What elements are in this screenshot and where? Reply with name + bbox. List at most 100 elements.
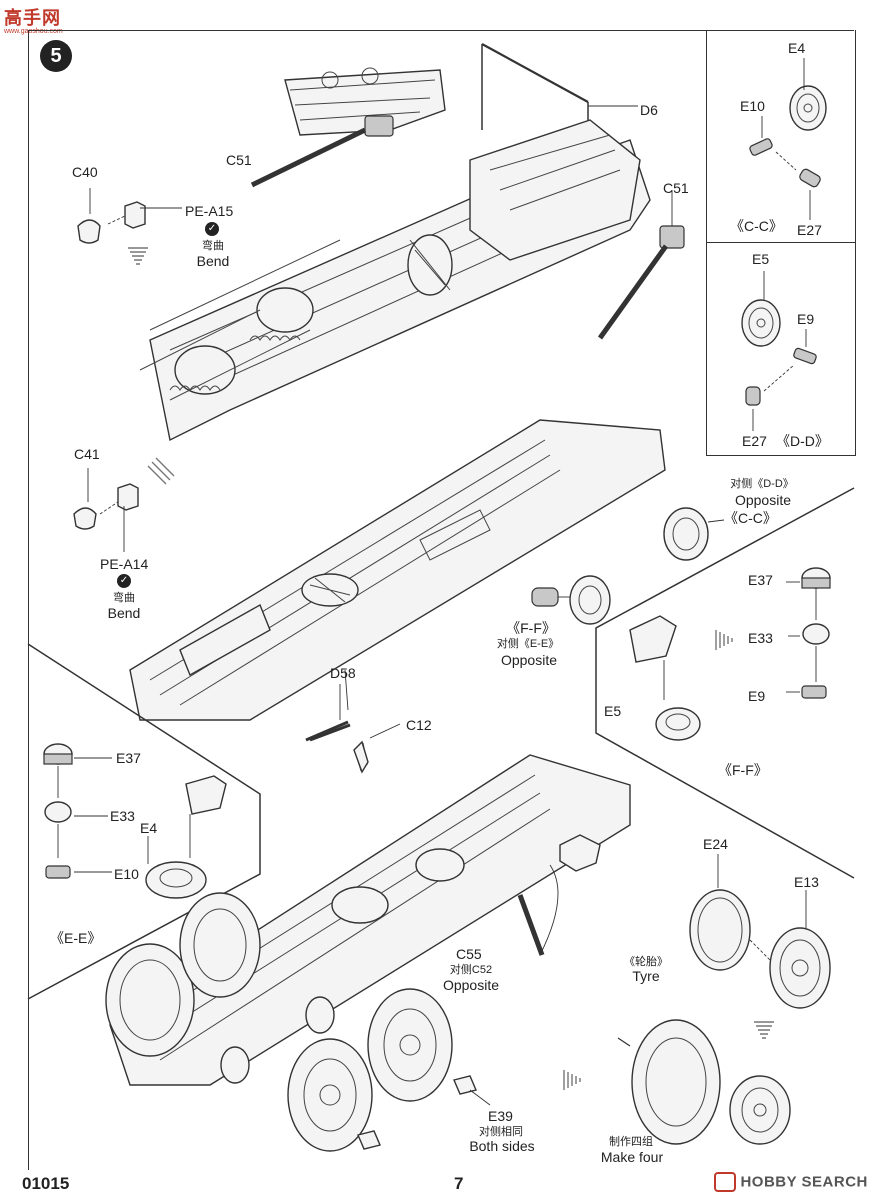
wheel-dd-cc-title: 《C-C》 — [724, 510, 777, 526]
page-border-top — [28, 30, 854, 31]
wheel-rear-2 — [179, 892, 261, 998]
ee-part-e33 — [44, 801, 72, 823]
label-pe-a14: PE-A14 — [100, 556, 149, 572]
inset-ee-frame — [27, 643, 261, 1000]
footer-page-number: 7 — [454, 1174, 464, 1193]
site-logo: 高手网 www.gaoshou.com — [4, 4, 74, 35]
label-c51-right: C51 — [663, 180, 689, 196]
top-detail-c51 — [250, 67, 446, 188]
inset-cc-frame — [706, 30, 856, 243]
page-border-left — [28, 30, 29, 1170]
chassis-bottom-assembly — [105, 754, 631, 1152]
wheel-ff-sub-en: Opposite — [500, 652, 558, 668]
label-cc-e27: E27 — [797, 222, 822, 238]
down-arrow-icon — [128, 247, 148, 265]
chassis-middle-frame — [129, 419, 666, 772]
bend-label-a15-cn: 弯曲 — [202, 240, 224, 252]
label-ff-e9: E9 — [748, 688, 766, 704]
hobby-search-text: HOBBY SEARCH — [740, 1173, 868, 1191]
wheel-mid-1 — [287, 1038, 373, 1152]
wheel-rear-1 — [105, 943, 195, 1057]
label-c55-sub-cn: 对侧C52 — [449, 964, 493, 976]
inset-ff-frame — [595, 487, 855, 879]
wheel-ff-title: 《F-F》 — [506, 620, 556, 636]
site-logo-url: www.gaoshou.com — [4, 28, 63, 35]
c51-gearbox — [364, 115, 394, 137]
label-dd-title: 《D-D》 — [776, 433, 829, 449]
label-c41: C41 — [74, 446, 100, 462]
label-cc-e10: E10 — [740, 98, 765, 114]
tyre — [631, 1019, 721, 1145]
label-e39-sub-cn: 对侧相同 — [479, 1126, 523, 1138]
ff-part-e9 — [801, 685, 827, 699]
label-c51-top: C51 — [226, 152, 252, 168]
dd-part-e27 — [745, 386, 761, 406]
hobby-search-watermark: HOBBY SEARCH — [714, 1172, 868, 1194]
label-ee-title: 《E-E》 — [50, 930, 102, 946]
chassis-top-assembly — [139, 43, 651, 442]
bend-icon-a14: ✓ — [117, 574, 131, 588]
label-pe-a15: PE-A15 — [185, 203, 234, 219]
label-ff-e37: E37 — [748, 572, 773, 588]
label-ee-e10: E10 — [114, 866, 139, 882]
label-ff-e33: E33 — [748, 630, 773, 646]
c41-pe-a14-parts — [73, 468, 139, 552]
inset-ee-parts — [43, 743, 227, 899]
wheel-mid-2 — [367, 988, 453, 1102]
label-ee-e33: E33 — [110, 808, 135, 824]
cc-part-e27 — [799, 168, 821, 188]
label-c40: C40 — [72, 164, 98, 180]
label-d58: D58 — [330, 665, 356, 681]
inset-ff-parts — [629, 567, 831, 741]
step-number-badge: 5 — [40, 40, 72, 72]
wheel-dd-cc-en: Opposite — [734, 492, 792, 508]
ff-part-e33 — [802, 623, 830, 645]
footer-product-code: 01015 — [22, 1174, 70, 1193]
label-cc-e4: E4 — [788, 40, 806, 56]
dd-hub-e5 — [741, 299, 781, 347]
left-arrow-icon-tyre — [563, 1070, 581, 1090]
inset-cc-parts — [749, 58, 827, 220]
hub-ff — [531, 575, 611, 625]
label-dd-e5: E5 — [752, 251, 770, 267]
label-e13: E13 — [794, 874, 819, 890]
c51-right-rod — [597, 190, 685, 340]
c40-pe-a15-parts — [77, 188, 182, 265]
ee-hub-e4 — [145, 861, 207, 899]
label-cc-title: 《C-C》 — [730, 218, 783, 234]
label-c12: C12 — [406, 717, 432, 733]
label-tyre-en: Tyre — [632, 968, 660, 984]
diag-arrow-icon — [147, 457, 175, 485]
d58-c12-leads — [305, 684, 401, 774]
cc-hub-e4 — [789, 85, 827, 131]
tyre-assembly — [563, 854, 831, 1145]
site-logo-text: 高手网 — [4, 8, 61, 28]
bend-icon-a15: ✓ — [205, 222, 219, 236]
label-make-four-en: Make four — [600, 1149, 664, 1165]
label-tyre-cn: 《轮胎》 — [624, 956, 668, 968]
inset-dd-parts — [741, 271, 817, 431]
ff-hub-e5 — [655, 707, 701, 741]
label-e24: E24 — [703, 836, 728, 852]
ee-part-e10 — [45, 865, 71, 879]
label-e39: E39 — [488, 1108, 513, 1124]
bend-label-a14-en: Bend — [107, 605, 141, 621]
step-number: 5 — [50, 45, 62, 67]
label-ff-title: 《F-F》 — [718, 762, 768, 778]
label-c55-sub-en: Opposite — [442, 977, 500, 993]
hobby-search-icon — [714, 1172, 736, 1192]
label-ff-e5: E5 — [604, 703, 622, 719]
bend-label-a15-en: Bend — [196, 253, 230, 269]
rim-e24 — [689, 889, 751, 971]
hub-right-cc — [663, 507, 725, 561]
label-make-four-cn: 制作四组 — [609, 1136, 653, 1148]
label-ee-e4: E4 — [140, 820, 158, 836]
wheel-ff-sub-cn: 对侧《E-E》 — [496, 638, 560, 650]
label-e39-sub-en: Both sides — [469, 1138, 535, 1154]
cc-part-e10 — [749, 138, 773, 156]
label-c55: C55 — [456, 946, 482, 962]
wheel-dd-cc-cn: 对侧《D-D》 — [730, 478, 794, 490]
dd-part-e9 — [793, 347, 817, 365]
label-dd-e27: E27 — [742, 433, 767, 449]
inset-dd-frame — [706, 243, 856, 456]
